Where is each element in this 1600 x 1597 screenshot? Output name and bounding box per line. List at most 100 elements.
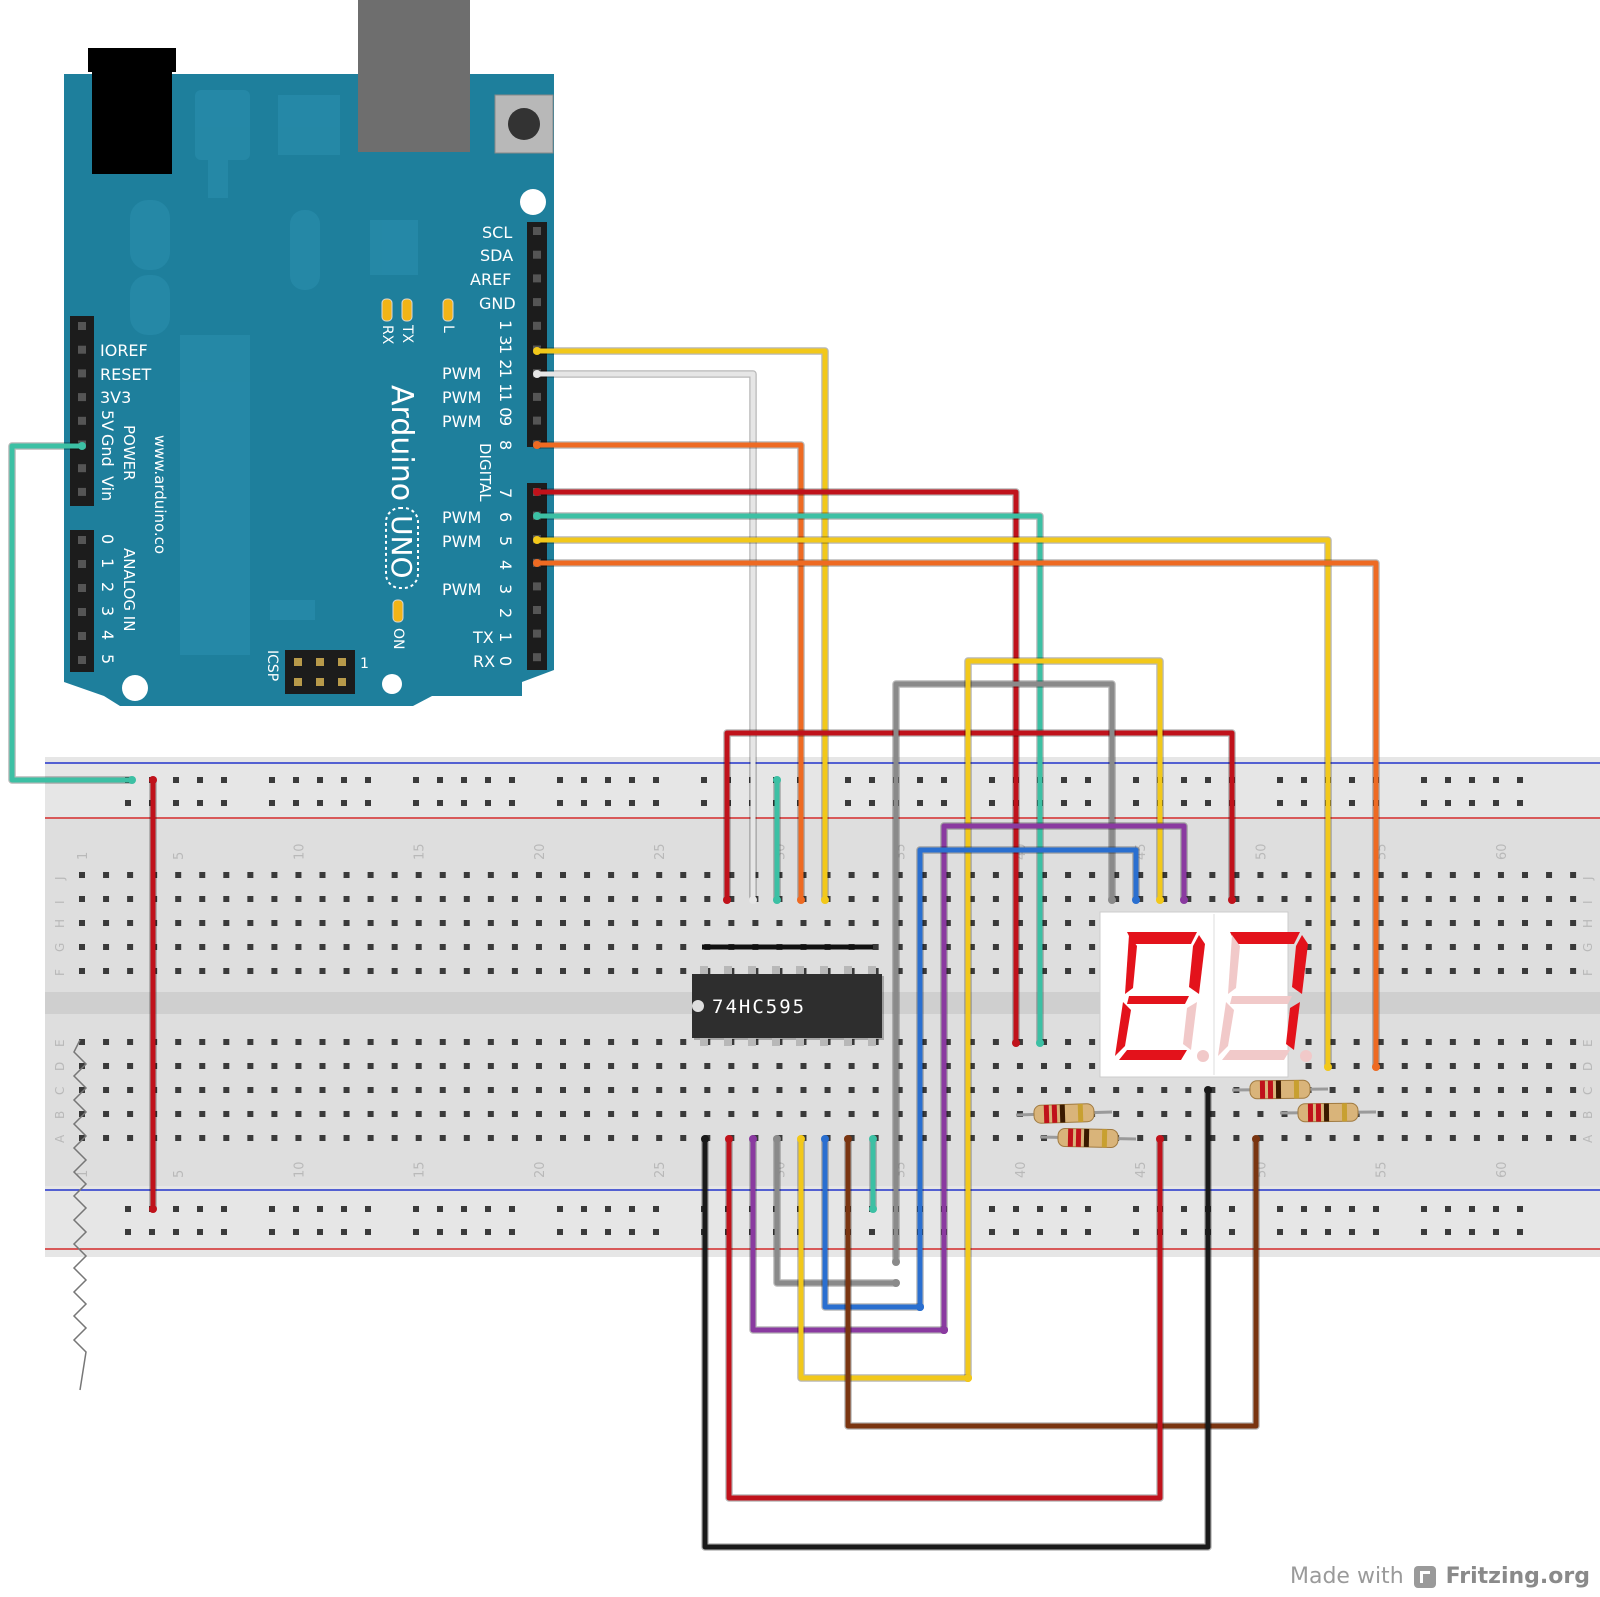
breadboard-hole (223, 896, 230, 902)
header-pin (78, 464, 86, 473)
breadboard-hole (872, 1111, 879, 1117)
breadboard-hole (584, 1087, 591, 1093)
breadboard-hole (1377, 896, 1384, 902)
label-on-led: ON (390, 628, 406, 650)
breadboard-hole (608, 1135, 615, 1141)
breadboard-hole (680, 1039, 687, 1045)
shift-register-chip[interactable]: 74HC595 (692, 944, 882, 1046)
breadboard-hole (1089, 944, 1096, 950)
breadboard-hole (367, 1063, 374, 1069)
breadboard-hole (1016, 896, 1023, 902)
resistor-band (1059, 1104, 1066, 1123)
breadboard-hole (992, 968, 999, 974)
rail-hole (365, 1206, 371, 1212)
rail-hole (1133, 1229, 1139, 1235)
label-5v: 5V (98, 410, 117, 431)
breadboard-hole (872, 1087, 879, 1093)
chip-pin (820, 1038, 828, 1046)
breadboard-hole (992, 872, 999, 878)
breadboard-hole (1522, 920, 1528, 926)
breadboard-hole (127, 1111, 134, 1117)
breadboard-hole (1497, 896, 1504, 902)
breadboard-hole (223, 920, 230, 926)
credit-brand[interactable]: Fritzing.org (1445, 1564, 1590, 1589)
breadboard-hole (752, 1063, 759, 1069)
analog-title: ANALOG IN (120, 548, 138, 631)
breadboard-hole (487, 920, 494, 926)
icsp-pin1-label: 1 (360, 656, 369, 672)
rail-hole (1421, 800, 1427, 806)
rail-hole (1517, 777, 1523, 783)
breadboard-hole (656, 944, 663, 950)
breadboard-hole (247, 896, 254, 902)
arduino-url: www.arduino.co (151, 435, 169, 554)
breadboard-hole (439, 1039, 446, 1045)
breadboard-hole (1089, 872, 1096, 878)
breadboard-hole (1546, 1039, 1553, 1045)
header-pin (533, 416, 541, 425)
breadboard-hole (680, 1087, 687, 1093)
seven-segment-display[interactable] (1099, 911, 1312, 1078)
pin-7-label: 7 (496, 488, 515, 498)
breadboard-hole (199, 944, 206, 950)
wire-bottom-purple-end (940, 1326, 948, 1334)
breadboard-hole (704, 1111, 711, 1117)
breadboard-hole (872, 1063, 879, 1069)
rail-hole (221, 777, 227, 783)
rail-hole (557, 800, 563, 806)
breadboard-hole (79, 944, 85, 950)
rail-hole (581, 800, 587, 806)
rail-hole (1469, 1229, 1475, 1235)
breadboard-hole (560, 1135, 566, 1141)
breadboard-hole (1257, 872, 1264, 878)
breadboard-hole (1089, 896, 1096, 902)
column-number-bottom: 15 (413, 1161, 428, 1178)
breadboard-hole (1449, 944, 1456, 950)
breadboard-hole (824, 1087, 831, 1093)
rail-hole (557, 1206, 563, 1212)
breadboard-hole (1041, 968, 1047, 974)
breadboard-hole (680, 920, 687, 926)
breadboard-hole (1497, 1039, 1504, 1045)
breadboard-hole (1377, 1039, 1384, 1045)
breadboard-hole (848, 1111, 855, 1117)
rail-hole (989, 777, 995, 783)
pin-12-label: 1 2 (496, 344, 515, 369)
breadboard-hole (79, 872, 85, 878)
breadboard-hole (1329, 1063, 1336, 1069)
board-features (130, 90, 418, 655)
rail-hole (365, 1229, 371, 1235)
breadboard-hole (511, 1039, 518, 1045)
breadboard-hole (872, 896, 879, 902)
breadboard-hole (415, 1135, 422, 1141)
breadboard-hole (199, 1111, 206, 1117)
breadboard-hole (1377, 1135, 1384, 1141)
analog-pin-1: 1 (98, 558, 117, 568)
breadboard-hole (103, 920, 110, 926)
breadboard-hole (1041, 1087, 1047, 1093)
breadboard-hole (1016, 968, 1023, 974)
row-letter-left: C (53, 1087, 67, 1095)
breadboard-hole (1449, 1111, 1456, 1117)
breadboard-hole (1473, 1039, 1480, 1045)
row-letter-left: A (53, 1134, 67, 1143)
breadboard-hole (463, 1087, 470, 1093)
breadboard-hole (560, 944, 566, 950)
breadboard-hole (1137, 896, 1144, 902)
wire-bottom-yellow (798, 1136, 971, 1381)
wire-pin4-orange-end (1372, 1063, 1380, 1071)
breadboard-hole (1546, 896, 1553, 902)
breadboard-hole (1089, 968, 1096, 974)
breadboard-hole (1425, 1111, 1432, 1117)
breadboard-hole (1497, 968, 1504, 974)
wire-rail-teal-end (773, 896, 781, 904)
rail-hole (197, 777, 203, 783)
breadboard-hole (968, 1087, 975, 1093)
rail-hole (989, 800, 995, 806)
column-number-top: 50 (1254, 843, 1269, 860)
row-letter-left: F (53, 969, 67, 976)
breadboard-hole (79, 968, 85, 974)
breadboard-hole (103, 1087, 110, 1093)
chip-pin (700, 1038, 708, 1046)
column-number-top: 10 (292, 843, 307, 860)
